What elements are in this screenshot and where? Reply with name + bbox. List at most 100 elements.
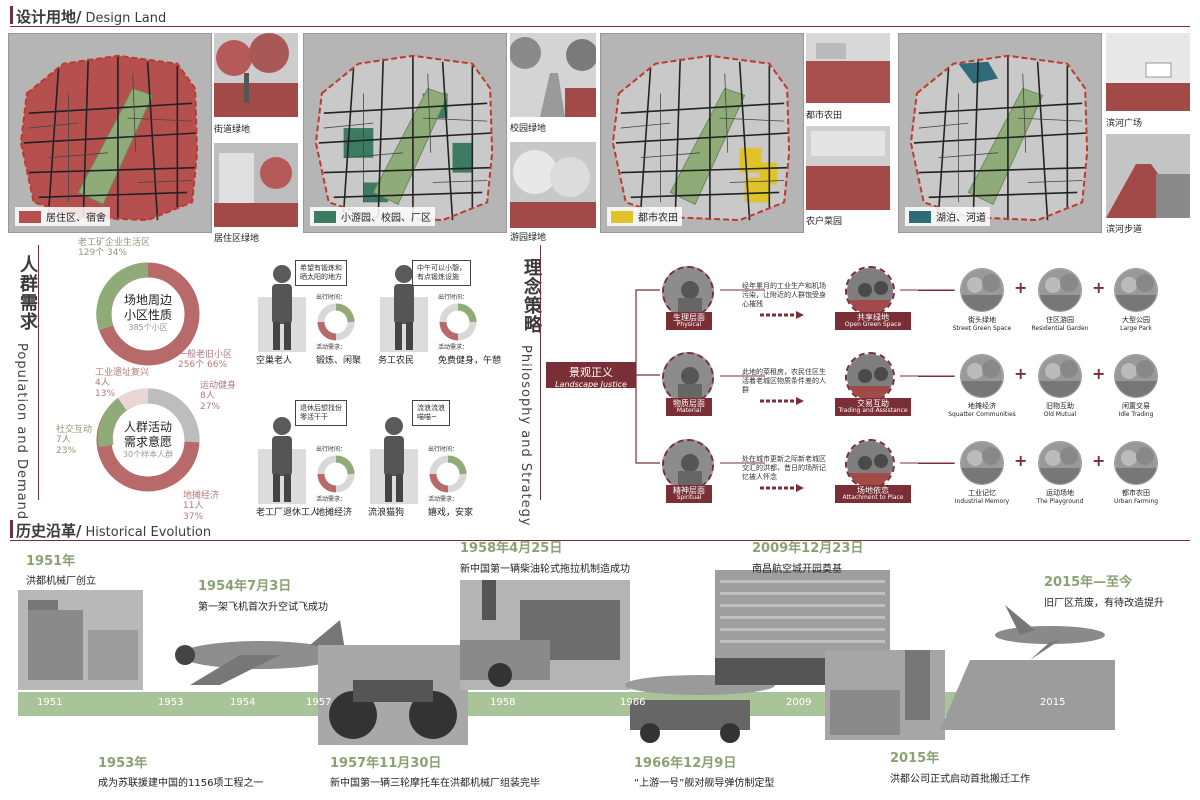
legend-swatch [19,210,41,223]
strategy-item-cn: 运动场地 [1046,489,1074,497]
persona-speech-bubble: 希望有锻炼和 晒太阳的地方 [295,260,347,287]
timeline-tick: 1957 [306,697,332,708]
land-map-residential: 居住区、宿舍 [8,33,212,233]
strategy-result-en: Open Green Space [844,321,902,329]
plus-icon: + [1092,451,1106,470]
strategy-result-en: Attachment to Place [842,494,904,502]
timeline-tick: 1953 [158,697,184,708]
persona-need-label: 活动需求： [428,496,459,503]
strategy-level-tag-cn: 生理层面 [673,313,705,322]
vegetable-garden-photo [806,126,890,210]
plus-icon: + [1092,278,1106,297]
park-green-photo [510,142,596,228]
timeline-tick: 1966 [620,697,646,708]
timeline-event-text: 新中国第一辆三轮摩托车在洪都机械厂组装完毕 [330,778,540,789]
strategy-level-photo [662,266,714,318]
strategy-level-tag-en: Material [676,407,702,415]
timeline-tick: 2009 [786,697,812,708]
residential-green-caption: 居住区绿地 [214,234,260,244]
strategy-level-photo [662,352,714,404]
section-marker [10,6,13,24]
strategy-item-en: Squatter Communities [948,411,1016,419]
riverside-walk-caption: 滨河步道 [1106,225,1143,235]
strategy-item-en: Urban Farming [1113,498,1159,506]
header-rule [10,26,1190,27]
persona-speech-bubble: 中午可以小憩， 有点锻炼设施 [412,260,471,287]
timeline-event-date: 1966年12月9日 [634,756,737,771]
plus-icon: + [1014,451,1028,470]
tractor-photo [460,580,630,690]
persona-need: 嬉戏，安家 [428,508,474,518]
strategy-result-cn: 场地依恋 [857,486,889,495]
legend-label: 居住区、宿舍 [46,213,106,224]
persona-time-label: 出行时间： [438,294,469,301]
abandoned-site-photo [940,605,1115,730]
land-map-park: 小游园、校园、厂区 [303,33,507,233]
strategy-item-photo [960,441,1004,485]
strategy-item-cn: 旧物互助 [1046,402,1074,410]
timeline-event-date: 1953年 [98,756,148,771]
persona-name: 老工厂退休工人 [256,508,320,518]
persona-need: 锻炼、闲聚 [316,356,362,366]
persona-need-label: 活动需求： [316,496,347,503]
core-concept-box: 景观正义 Landscape Justice [546,362,636,389]
campus-green-photo [510,33,596,117]
strategy-result-cn: 共享绿地 [857,313,889,322]
divider-philosophy [540,245,541,500]
legend-label: 小游园、校园、厂区 [341,213,431,224]
timeline-tick: 1958 [490,697,516,708]
strategy-result-en: Trading and Assistance [838,407,908,415]
legend-label: 都市农田 [638,213,678,224]
timeline-tick: 1951 [37,697,63,708]
legend-swatch [611,210,633,223]
persona-time-donut [438,302,478,342]
strategy-item-cn: 大型公园 [1122,316,1150,324]
donut-activity [96,388,200,492]
mig-plane-photo [175,620,345,685]
riverside-walk-photo [1106,134,1190,218]
strategy-result-photo [845,439,895,489]
land-map-water: 湖泊、河道 [898,33,1102,233]
timeline-event-text: 洪都机械厂创立 [26,576,96,587]
timeline-event-date: 1957年11月30日 [330,756,442,771]
map-legend: 小游园、校园、厂区 [310,207,435,226]
park-green-caption: 游园绿地 [510,233,547,243]
strategy-item-cn: 街头绿地 [968,316,996,324]
legend-label: 湖泊、河道 [936,213,986,224]
timeline-event-date: 2015年 [890,751,940,766]
persona-need-label: 活动需求： [438,344,469,351]
strategy-item-cn: 住区游园 [1046,316,1074,324]
donut2-center: 人群活动 需求意愿 30个样本人群 [122,420,174,459]
street-green-photo [214,33,298,117]
design-land-title: 设计用地/Design Land [16,8,167,26]
history-title: 历史沿革/Historical Evolution [16,522,212,540]
strategy-item-photo [1114,268,1158,312]
timeline-event-text: 南昌航空城开园奠基 [752,564,842,575]
map-legend: 湖泊、河道 [905,207,990,226]
strategy-level-tag-en: Spiritual [676,494,702,502]
timeline-event-text: 第一架飞机首次升空试飞成功 [198,602,328,613]
plus-icon: + [1092,364,1106,383]
persona-need: 免费健身，午憩 [438,356,502,366]
timeline-event-text: “上游一号”舰对舰导弹仿制定型 [634,778,775,789]
timeline-event-text: 成为苏联援建中国的1156项工程之一 [98,778,264,789]
persona-figure [380,262,428,352]
strategy-level-tag-en: Physical [676,321,702,329]
plus-icon: + [1014,278,1028,297]
map-drawing [9,34,211,232]
strategy-arrow [760,390,804,405]
timeline-event-text: 新中国第一辆柴油轮式拖拉机制造成功 [460,564,630,575]
timeline-tick: 2015 [1040,697,1066,708]
history-rule [10,540,1190,541]
persona-speech-bubble: 退休后想找份 零活干干 [295,400,347,427]
section-marker [10,520,13,538]
